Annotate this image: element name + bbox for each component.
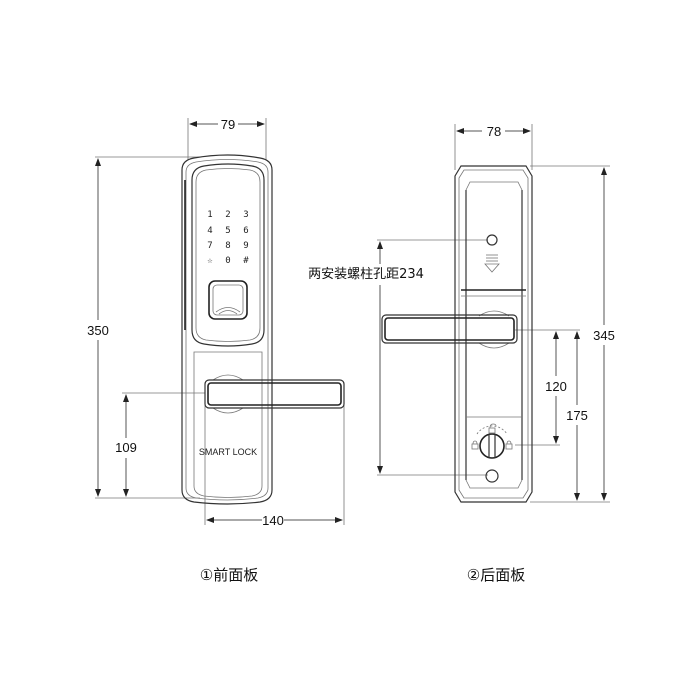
- back-height-label: 345: [593, 328, 615, 343]
- key-6[interactable]: 6: [243, 226, 248, 236]
- front-width-label: 79: [221, 117, 235, 132]
- mounting-hole-dimension: 两安装螺柱孔距234: [308, 239, 488, 476]
- back-handle-height-label: 175: [566, 408, 588, 423]
- mounting-note: 两安装螺柱孔距234: [308, 267, 424, 282]
- back-handle[interactable]: [381, 310, 518, 349]
- key-0[interactable]: 0: [225, 256, 230, 266]
- front-handle-length-dimension: 140: [204, 395, 345, 528]
- key-2[interactable]: 2: [225, 210, 230, 220]
- screw-hole-icon: [486, 234, 498, 246]
- key-star[interactable]: ☆: [207, 256, 213, 266]
- back-handle-dimensions: 120 175: [515, 329, 588, 501]
- key-hash[interactable]: #: [243, 256, 249, 266]
- back-width-dimension: 78: [454, 124, 533, 170]
- back-height-dimension: 345: [530, 165, 615, 503]
- key-7[interactable]: 7: [207, 241, 212, 251]
- front-panel: 79 350 109 140: [87, 117, 345, 528]
- front-width-dimension: 79: [187, 117, 267, 160]
- lock-icon-left: [471, 440, 479, 450]
- key-3[interactable]: 3: [243, 210, 248, 220]
- handle-to-knob-label: 120: [545, 379, 567, 394]
- keypad: 1 2 3 4 5 6 7 8 9 ☆ 0 #: [207, 210, 249, 266]
- unlock-icon: [488, 423, 497, 434]
- back-width-label: 78: [487, 124, 501, 139]
- bottom-screw-hole-icon: [485, 469, 499, 483]
- battery-arrow-icon: [484, 254, 500, 273]
- back-panel-caption: ②后面板: [467, 566, 525, 584]
- front-height-label: 350: [87, 323, 109, 338]
- fingerprint-sensor-icon[interactable]: [208, 280, 248, 320]
- front-handle[interactable]: [204, 374, 345, 414]
- key-4[interactable]: 4: [207, 226, 212, 236]
- thumb-turn-knob[interactable]: [471, 423, 513, 459]
- front-panel-caption: ①前面板: [200, 566, 258, 584]
- back-lock-body: [454, 165, 533, 503]
- key-5[interactable]: 5: [225, 226, 230, 236]
- front-lock-body: [181, 154, 273, 505]
- front-height-dimension: 350: [87, 156, 200, 499]
- key-1[interactable]: 1: [207, 210, 212, 220]
- key-8[interactable]: 8: [225, 241, 230, 251]
- front-handle-height-dimension: 109: [115, 392, 205, 497]
- back-panel: 78 345 120 175 两安装螺柱孔距2: [308, 124, 615, 503]
- front-handle-length-label: 140: [262, 513, 284, 528]
- brand-label: SMART LOCK: [199, 447, 257, 457]
- key-9[interactable]: 9: [243, 241, 248, 251]
- lock-icon-right: [505, 440, 513, 450]
- front-handle-height-label: 109: [115, 440, 137, 455]
